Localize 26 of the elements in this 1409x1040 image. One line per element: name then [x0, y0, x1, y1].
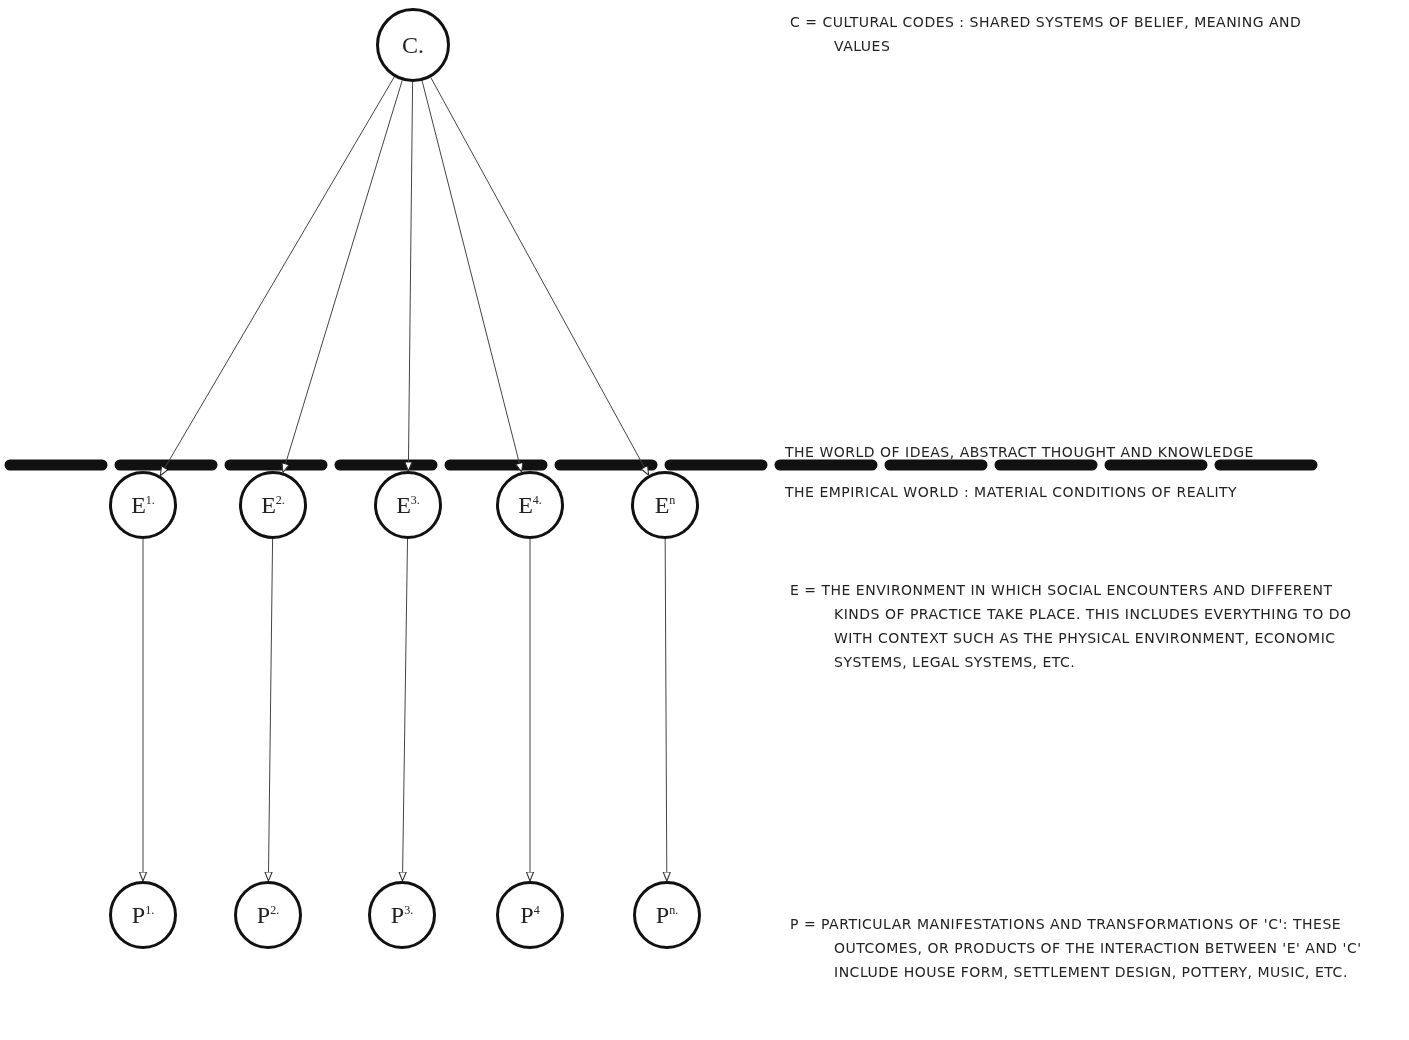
arrow: [662, 538, 671, 882]
note-text: C = CULTURAL CODES : SHARED SYSTEMS OF BELIEF, MEANING AND VALUES: [790, 13, 1303, 56]
node-label: P$^{4}$: [520, 901, 540, 929]
arrow: [138, 538, 148, 882]
arrow: [398, 538, 408, 882]
arrow: [404, 81, 414, 472]
note-text: E = THE ENVIRONMENT IN WHICH SOCIAL ENCOUNTERS AND DIFFERENT KINDS OF PRACTICE TAKE PLACE. THIS INCLUDES EVERYTHING TO DO WITH CONTEXT SUCH AS THE PHYSICAL ENVIRONMENT, ECONOMIC SYSTEMS, LEGAL SYSTEMS, ETC.: [790, 581, 1353, 672]
node-label: E$^{1.}$: [131, 491, 155, 519]
arrow: [159, 76, 395, 477]
note-text: THE WORLD OF IDEAS, ABSTRACT THOUGHT AND KNOWLEDGE: [785, 443, 1255, 462]
note-text: THE EMPIRICAL WORLD : MATERIAL CONDITIONS OF REALITY: [785, 483, 1239, 502]
arrow: [525, 538, 535, 882]
node-label: E$^{2.}$: [261, 491, 285, 519]
node-label: P$^{3.}$: [390, 901, 414, 929]
node-label: E$^{4.}$: [518, 491, 542, 519]
node-label: E$^{n}$: [654, 491, 676, 519]
node-label: P$^{1.}$: [131, 901, 155, 929]
node-label: C.: [402, 31, 424, 59]
node-label: E$^{3.}$: [396, 491, 420, 519]
arrow: [421, 80, 524, 473]
arrow: [281, 79, 403, 473]
arrow: [264, 538, 274, 882]
note-text: P = PARTICULAR MANIFESTATIONS AND TRANSFORMATIONS OF 'C': THESE OUTCOMES, OR PRODUCTS OF THE INTERACTION BETWEEN 'E' AND 'C' INCLUDE HOUSE FORM, SETTLEMENT DESIGN, POTTERY, MUSIC, ETC.: [790, 915, 1363, 982]
arrow: [430, 76, 650, 476]
node-label: P$^{n.}$: [655, 901, 679, 929]
node-label: P$^{2.}$: [256, 901, 280, 929]
